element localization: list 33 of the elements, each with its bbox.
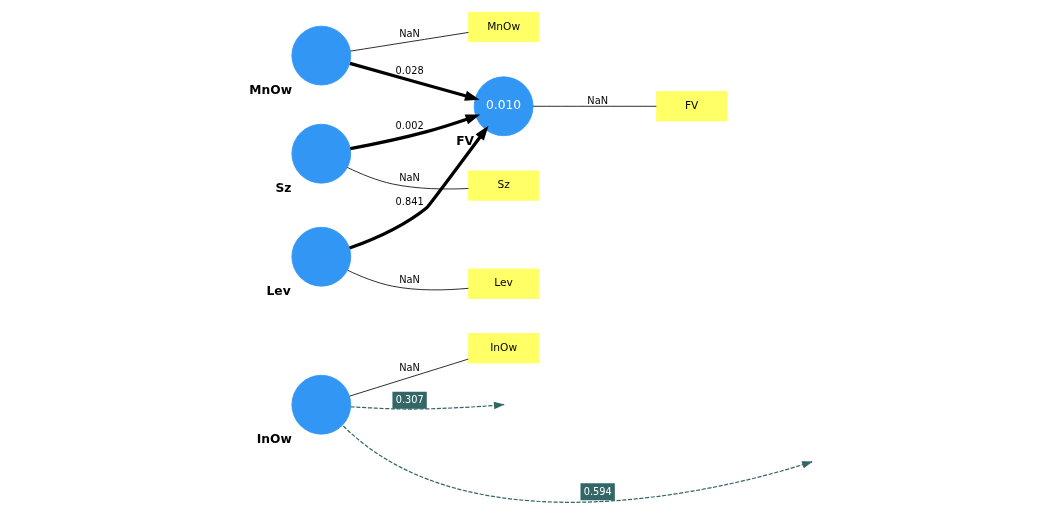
edge-label: NaN <box>398 27 420 39</box>
edge-label: NaN <box>398 171 420 183</box>
arrow <box>349 61 480 101</box>
edge-label: 0.841 <box>395 195 424 207</box>
connector <box>346 166 469 189</box>
node-box: FV <box>655 90 727 121</box>
edge-label: NaN <box>398 273 420 285</box>
node-box: MnOw <box>467 11 539 42</box>
node-circle <box>290 123 351 184</box>
node-box: InOw <box>467 332 539 363</box>
node-circle <box>290 374 351 435</box>
edge-label: 0.002 <box>395 119 424 131</box>
node-label: MnOw <box>248 82 292 97</box>
connector <box>349 31 469 51</box>
node-label: Sz <box>275 180 291 195</box>
node-box: Sz <box>467 169 539 201</box>
arrow <box>349 114 480 150</box>
arrow <box>349 401 505 410</box>
node-label: InOw <box>256 431 292 446</box>
edge-label: 0.028 <box>395 64 424 76</box>
node-circle: 0.010 <box>473 75 533 136</box>
edge-label: NaN <box>398 361 420 373</box>
connector <box>348 358 469 397</box>
edge-label: 0.594 <box>583 485 612 497</box>
node-circle <box>290 25 351 85</box>
connector <box>346 269 469 290</box>
edge-label: 0.307 <box>395 393 424 405</box>
node-label: Lev <box>266 283 291 298</box>
node-circle <box>290 226 351 287</box>
node-box: Lev <box>467 268 539 299</box>
edge-label: NaN <box>586 94 608 106</box>
node-label: FV <box>455 133 474 148</box>
arrow <box>348 125 488 250</box>
